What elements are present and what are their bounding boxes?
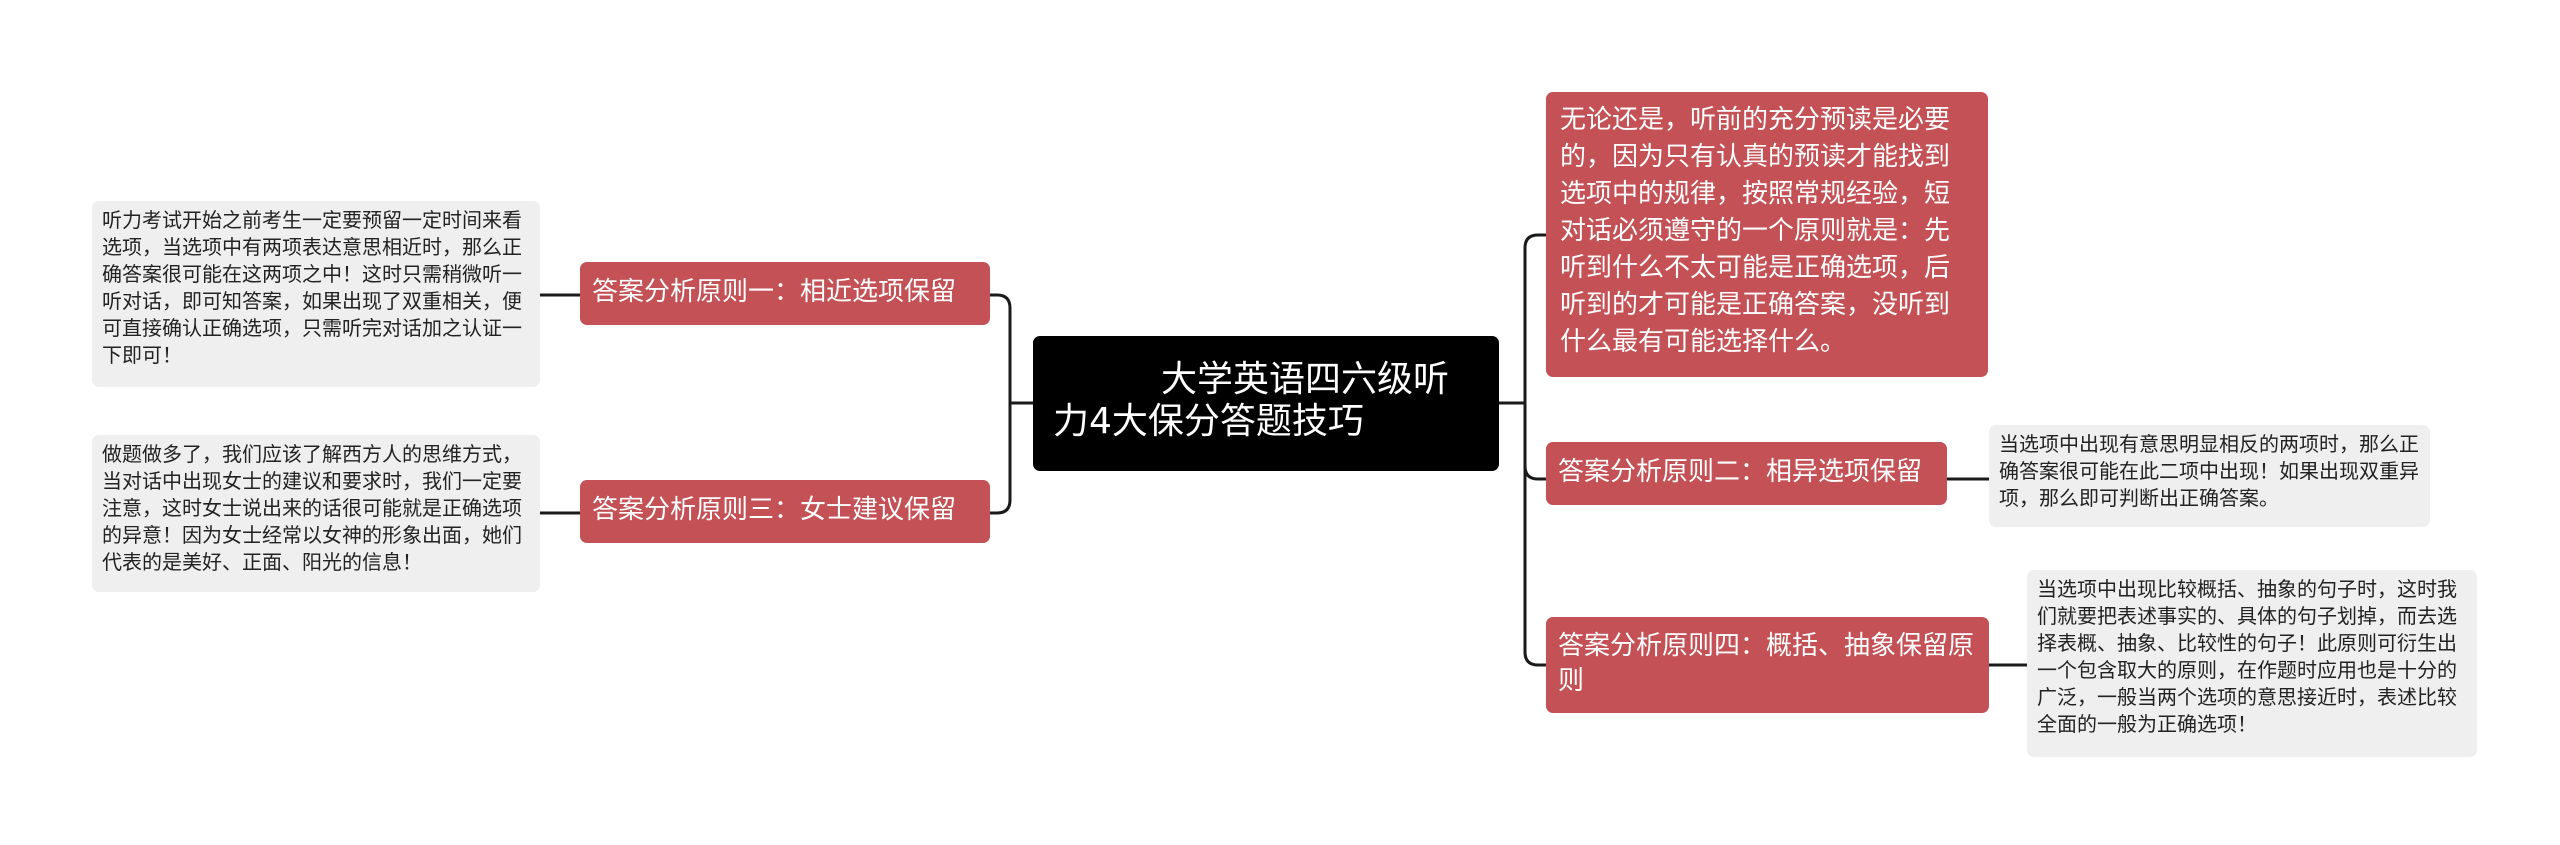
rule1-detail-text: 听力考试开始之前考生一定要预留一定时间来看选项，当选项中有两项表达意思相近时，那… (102, 208, 522, 367)
connector-left-rule1 (990, 293, 1012, 403)
rule2-detail-text: 当选项中出现有意思明显相反的两项时，那么正确答案很可能在此二项中出现！如果出现双… (1999, 432, 2419, 510)
connector-right-rule2 (1523, 403, 1546, 481)
connector-left-rule3 (990, 403, 1012, 515)
rule3-node[interactable]: 答案分析原则三：女士建议保留 (580, 480, 990, 543)
rule1-label: 答案分析原则一：相近选项保留 (592, 277, 957, 307)
rule2-label: 答案分析原则二：相异选项保留 (1558, 457, 1923, 487)
rule3-label: 答案分析原则三：女士建议保留 (592, 495, 957, 525)
root-topic[interactable]: 大学英语四六级听力4大保分答题技巧 (1033, 336, 1499, 471)
rule4-label: 答案分析原则四：概括、抽象保留原则 (1558, 631, 1975, 696)
connector-right-rule4 (1523, 403, 1546, 667)
rule3-detail-text: 做题做多了，我们应该了解西方人的思维方式，当对话中出现女士的建议和要求时，我们一… (102, 442, 522, 574)
rule1-node[interactable]: 答案分析原则一：相近选项保留 (580, 262, 990, 325)
connector-right-trunk (1523, 233, 1546, 403)
intro-node[interactable]: 无论还是，听前的充分预读是必要的，因为只有认真的预读才能找到选项中的规律，按照常… (1546, 92, 1988, 377)
rule3-detail-node[interactable]: 做题做多了，我们应该了解西方人的思维方式，当对话中出现女士的建议和要求时，我们一… (92, 435, 540, 592)
rule4-node[interactable]: 答案分析原则四：概括、抽象保留原则 (1546, 617, 1989, 713)
rule4-detail-text: 当选项中出现比较概括、抽象的句子时，这时我们就要把表述事实的、具体的句子划掉，而… (2037, 577, 2457, 736)
rule4-detail-node[interactable]: 当选项中出现比较概括、抽象的句子时，这时我们就要把表述事实的、具体的句子划掉，而… (2027, 570, 2477, 757)
intro-node-text: 无论还是，听前的充分预读是必要的，因为只有认真的预读才能找到选项中的规律，按照常… (1560, 105, 1951, 357)
rule1-detail-node[interactable]: 听力考试开始之前考生一定要预留一定时间来看选项，当选项中有两项表达意思相近时，那… (92, 201, 540, 387)
root-topic-label: 大学英语四六级听力4大保分答题技巧 (1053, 359, 1450, 442)
rule2-node[interactable]: 答案分析原则二：相异选项保留 (1546, 442, 1947, 505)
rule2-detail-node[interactable]: 当选项中出现有意思明显相反的两项时，那么正确答案很可能在此二项中出现！如果出现双… (1989, 425, 2430, 527)
